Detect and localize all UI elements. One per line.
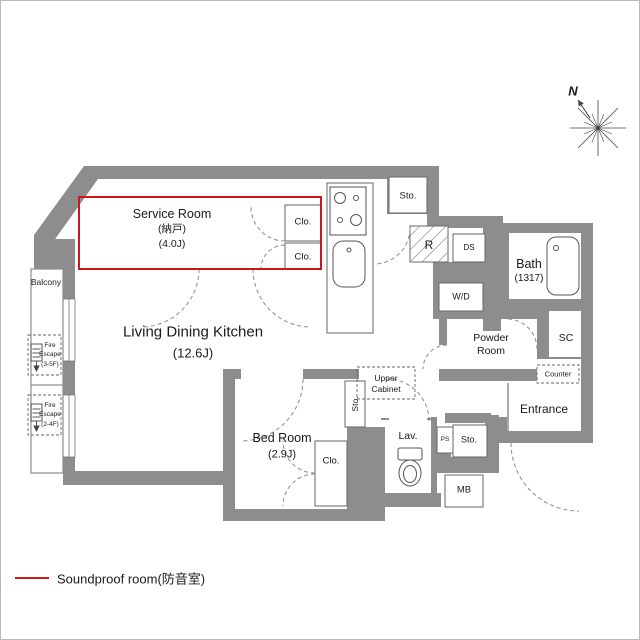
dashed-boxes [27, 334, 580, 436]
fire-escape-1-line2: Escape [39, 350, 61, 358]
room-size-service-room: (4.0J) [158, 237, 186, 250]
label-storage-hall: Sto. [349, 396, 360, 412]
door-swing-arcs [140, 206, 580, 512]
fire-escape-1-line1: Fire [44, 341, 56, 349]
storage-top-box [388, 176, 428, 214]
label-storage-top: Sto. [399, 190, 417, 202]
label-storage-corridor: Sto. [460, 434, 478, 445]
washer-dryer-box [438, 282, 484, 312]
fire-escape-box-1 [27, 334, 62, 376]
soundproof-legend-swatch [15, 577, 49, 579]
soundproof-room-outline [78, 196, 322, 270]
label-washer-dryer: W/D [452, 291, 470, 302]
entrance-step-line [507, 383, 509, 431]
label-closet-a: Clo. [294, 216, 312, 228]
balcony-outline [30, 268, 64, 474]
label-closet-bedroom: Clo. [322, 455, 340, 467]
compass-north-label: N [568, 83, 578, 99]
duct-space-box [452, 233, 486, 263]
stove-icon [329, 186, 367, 236]
room-label-service-room: Service Room [132, 206, 212, 221]
walls-layer [34, 166, 593, 521]
label-closet-b: Clo. [294, 251, 312, 263]
storage-hall-box [344, 380, 366, 428]
label-meter-box: MB [456, 484, 472, 496]
room-label-powder-1: Powder [473, 331, 509, 344]
fire-escape-icon-2 [30, 403, 43, 433]
bathtub-icon [546, 236, 580, 296]
fire-escape-box-2 [27, 394, 62, 436]
bedroom-closet-box [314, 440, 348, 507]
room-size-ldk: (12.6J) [172, 345, 214, 361]
refrigerator-box [409, 225, 449, 263]
label-refrigerator: R [424, 238, 434, 252]
room-label-balcony: Balcony [30, 276, 62, 287]
compass-icon [570, 99, 626, 156]
soundproof-legend-label: Soundproof room(防音室) [57, 571, 206, 587]
fire-escape-2-floors: (2-4F) [41, 420, 59, 428]
sink-icon [332, 240, 366, 288]
label-duct-space: DS [463, 243, 475, 252]
fire-escape-2-line1: Fire [44, 401, 56, 409]
meter-box [444, 474, 484, 508]
label-upper-cabinet-1: Upper [374, 372, 398, 383]
label-shoe-closet: SC [558, 331, 574, 344]
room-label-powder-2: Room [476, 344, 506, 357]
bedroom-door-opening [241, 369, 303, 379]
counter-box [536, 364, 580, 384]
room-label-service-room-jp: (納戸) [158, 222, 186, 235]
storage-corridor-box [452, 424, 488, 458]
label-upper-cabinet-2: Cabinet [371, 383, 401, 394]
room-label-bed-room: Bed Room [252, 430, 312, 445]
room-label-ldk: Living Dining Kitchen [122, 323, 264, 341]
fire-escape-2-line2: Escape [39, 410, 61, 418]
label-pipe-space: PS [440, 435, 450, 443]
room-size-bath: (1317) [514, 273, 544, 284]
closet-a-box [284, 204, 322, 242]
room-label-lavatory: Lav. [398, 429, 418, 442]
label-counter: Counter [544, 369, 572, 379]
toilet-icon [397, 447, 423, 487]
fire-escape-1-floors: (3-5F) [41, 360, 59, 368]
room-label-entrance: Entrance [519, 402, 569, 416]
room-size-bed-room: (2.9J) [267, 448, 297, 461]
room-label-bath: Bath [516, 256, 542, 271]
fire-escape-icon-1 [30, 343, 43, 373]
